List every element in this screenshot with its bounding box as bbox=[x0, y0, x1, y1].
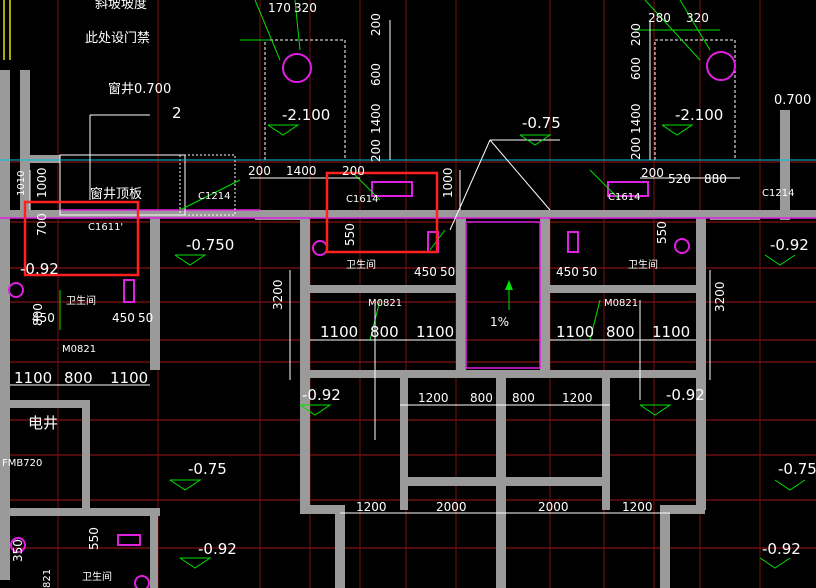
dim-h50-b: 50 bbox=[440, 265, 455, 279]
elev-092-lower: -0.92 bbox=[198, 540, 237, 558]
elev-092-mid: -0.92 bbox=[302, 386, 341, 404]
elev-075-far-right: -0.75 bbox=[778, 460, 816, 478]
dim-h800-b: 800 bbox=[370, 323, 399, 341]
elev-075-top: -0.75 bbox=[522, 114, 561, 132]
dimension-chains bbox=[10, 20, 740, 514]
dim-v700: 700 bbox=[35, 213, 49, 236]
note-bathroom-bottom: 卫生间 bbox=[82, 570, 112, 583]
dim-h1100-f: 1100 bbox=[652, 323, 690, 341]
highlight-box-left bbox=[23, 200, 140, 277]
dim-h800-a: 800 bbox=[64, 369, 93, 387]
elev-0750-left: -0.750 bbox=[186, 236, 234, 254]
vertical-dims: 200 600 1400 200 200 600 1400 200 1000 1… bbox=[11, 13, 727, 588]
window-c1214-right: C1214 bbox=[762, 188, 794, 199]
dim-v1400-a: 1400 bbox=[369, 103, 383, 134]
dim-h1100-e: 1100 bbox=[556, 323, 594, 341]
dim-h50-c: 50 bbox=[582, 265, 597, 279]
note-elec-shaft: 电井 bbox=[28, 414, 58, 432]
dim-h200-b: 200 bbox=[342, 164, 365, 178]
dim-v1000-b: 1000 bbox=[35, 167, 49, 198]
dim-h800-d: 800 bbox=[470, 391, 493, 405]
dim-170: 170 bbox=[268, 1, 291, 15]
dim-v350: 350 bbox=[11, 539, 25, 562]
walls bbox=[0, 70, 816, 588]
note-bathroom-mid: 卫生间 bbox=[346, 258, 376, 271]
note-number-two: 2 bbox=[172, 104, 182, 122]
elev-092-left: -0.92 bbox=[20, 260, 59, 278]
dim-h1200-b: 1200 bbox=[562, 391, 593, 405]
door-m0821-right: M0821 bbox=[604, 298, 638, 309]
door-m0821-mid: M0821 bbox=[368, 298, 402, 309]
dim-h450-a: 450 bbox=[32, 311, 55, 325]
dim-h200-c: 200 bbox=[641, 166, 664, 180]
window-c1214-left: C1214 bbox=[198, 191, 230, 202]
dim-v3200-b: 3200 bbox=[713, 281, 727, 312]
dim-h200-a: 200 bbox=[248, 164, 271, 178]
dim-v800-a: 800 bbox=[31, 303, 45, 326]
dim-h880: 880 bbox=[704, 172, 727, 186]
dim-h450-prefix: 450 bbox=[112, 311, 135, 325]
dim-h1200-c: 1200 bbox=[356, 500, 387, 514]
dim-v3200-a: 3200 bbox=[271, 279, 285, 310]
note-slope: 1% bbox=[490, 315, 509, 329]
window-c1611: C1611' bbox=[88, 222, 123, 233]
dim-h1200-d: 1200 bbox=[622, 500, 653, 514]
door-m0821-left: M0821 bbox=[62, 344, 96, 355]
dim-h450-right: 450 bbox=[556, 265, 579, 279]
dim-h1100-a: 1100 bbox=[14, 369, 52, 387]
dim-h1400-a: 1400 bbox=[286, 164, 317, 178]
window-c1614-right: C1614 bbox=[608, 192, 640, 203]
door-fmb720: FMB720 bbox=[2, 458, 42, 469]
note-window-top-board: 窗井顶板 bbox=[90, 186, 142, 202]
dim-h450-mid: 450 bbox=[414, 265, 437, 279]
elev-092-far-right: -0.92 bbox=[770, 236, 809, 254]
dim-v1010: 1010 bbox=[16, 171, 27, 196]
ramp-outline bbox=[0, 209, 816, 369]
dim-v1400-b: 1400 bbox=[629, 103, 643, 134]
dim-h1100-b: 1100 bbox=[110, 369, 148, 387]
dim-h50-a: 50 bbox=[138, 311, 153, 325]
elev-0700-right: 0.700 bbox=[774, 93, 811, 108]
elev-2100-right: -2.100 bbox=[675, 106, 723, 124]
dim-h800-e: 800 bbox=[512, 391, 535, 405]
dim-320-right: 320 bbox=[686, 11, 709, 25]
leader-lines bbox=[59, 0, 720, 341]
note-top-partial: 斜坡坡度 bbox=[95, 0, 147, 12]
dim-v1000-a: 1000 bbox=[441, 167, 455, 198]
dim-v600-a: 600 bbox=[369, 63, 383, 86]
highlight-box-mid bbox=[325, 171, 439, 254]
window-c1614-mid: C1614 bbox=[346, 194, 378, 205]
dim-v200-d: 200 bbox=[629, 137, 643, 160]
dim-h1100-c: 1100 bbox=[320, 323, 358, 341]
elev-2100-left: -2.100 bbox=[282, 106, 330, 124]
dim-h800-c: 800 bbox=[606, 323, 635, 341]
elev-075-lower: -0.75 bbox=[188, 460, 227, 478]
note-bathroom-right: 卫生间 bbox=[628, 258, 658, 271]
window-wells bbox=[0, 39, 816, 216]
dim-h1100-d: 1100 bbox=[416, 323, 454, 341]
dim-v200-b: 200 bbox=[369, 139, 383, 162]
note-no-door: 此处设门禁 bbox=[85, 31, 150, 46]
dim-280: 280 bbox=[648, 11, 671, 25]
elev-092-right-mid: -0.92 bbox=[666, 386, 705, 404]
dim-320-top: 320 bbox=[294, 1, 317, 15]
dim-v550-b: 550 bbox=[655, 221, 669, 244]
elev-092-far-right-low: -0.92 bbox=[762, 540, 801, 558]
dim-v821: 821 bbox=[42, 569, 53, 588]
dim-v200-c: 200 bbox=[629, 23, 643, 46]
dim-v550-a: 550 bbox=[343, 223, 357, 246]
elevation-symbols bbox=[169, 124, 806, 569]
note-window-well: 窗井0.700 bbox=[108, 81, 171, 97]
note-bathroom-left: 卫生间 bbox=[66, 294, 96, 307]
dim-h2000-a: 2000 bbox=[436, 500, 467, 514]
dim-h1200-a: 1200 bbox=[418, 391, 449, 405]
dim-v200-a: 200 bbox=[369, 13, 383, 36]
top-left-yellow bbox=[3, 0, 11, 60]
dim-v550-c: 550 bbox=[87, 527, 101, 550]
dim-v600-b: 600 bbox=[629, 57, 643, 80]
dim-h520: 520 bbox=[668, 172, 691, 186]
dim-h2000-b: 2000 bbox=[538, 500, 569, 514]
